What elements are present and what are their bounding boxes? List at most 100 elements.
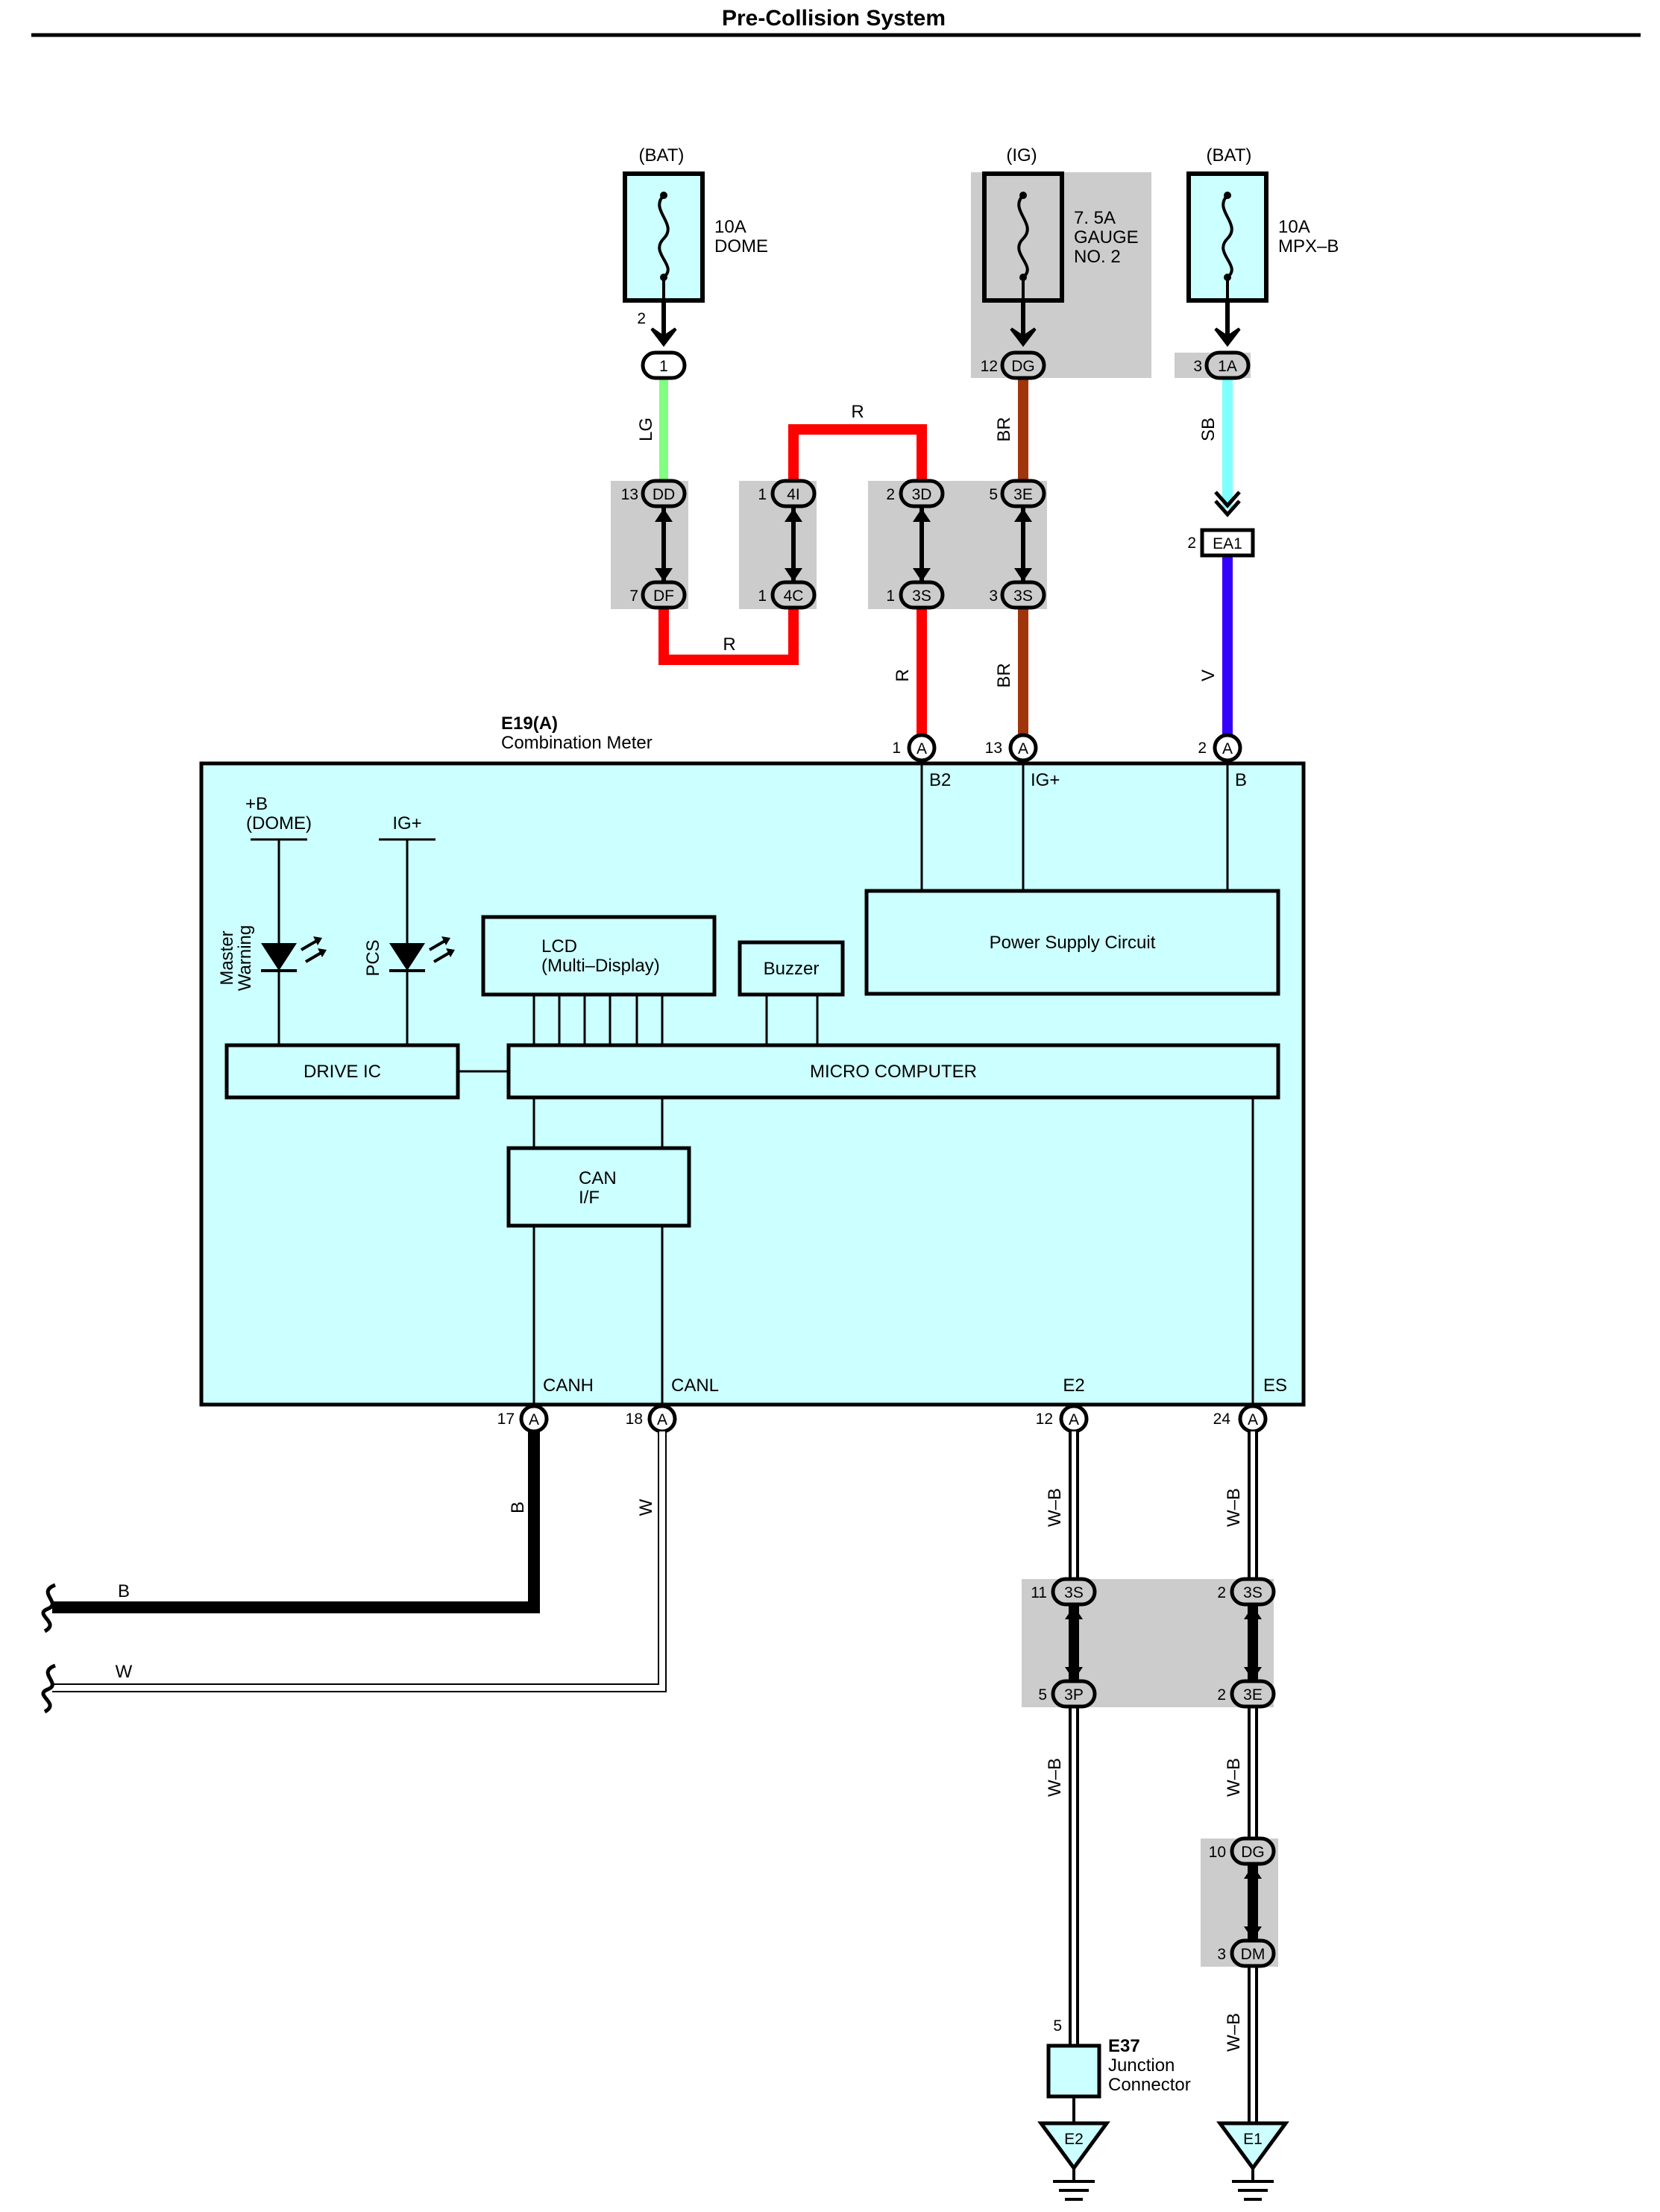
drive-ic-box xyxy=(224,1043,460,1100)
conn-1a-pin: 3 xyxy=(1193,358,1202,375)
led-pcs-icon xyxy=(389,943,425,971)
can-if-label1: CAN xyxy=(579,1168,617,1188)
power-supply-label: Power Supply Circuit xyxy=(990,933,1156,953)
conn-pair-dd-df: 13 DD 7 DF xyxy=(621,479,687,610)
fuse-dome-source: (BAT) xyxy=(639,145,685,166)
meter-pin-ig-conn: A xyxy=(1018,740,1028,757)
wire-label-b-end: B xyxy=(118,1581,130,1601)
ground-e2-icon: E2 xyxy=(1037,2121,1110,2201)
conn-3e-label: 3E xyxy=(1013,486,1033,503)
wire-red-top xyxy=(788,424,927,485)
conn-ea1-label: EA1 xyxy=(1213,535,1242,552)
buzzer-box xyxy=(738,940,845,997)
conn-dg-pin: 12 xyxy=(981,358,998,375)
conn-r-dg-label: DG xyxy=(1241,1844,1265,1861)
conn-4i-pin: 1 xyxy=(758,486,767,503)
conn-l-3p-pin: 5 xyxy=(1038,1686,1047,1704)
fuse-symbol-icon xyxy=(1017,194,1029,279)
fuse-gauge-source: (IG) xyxy=(1006,145,1037,166)
wire-label-canh-b: B xyxy=(508,1502,528,1513)
wire-label-wb-4: W–B xyxy=(1224,1758,1244,1797)
conn-df-pin: 7 xyxy=(629,587,638,605)
conn-l-3p-label: 3P xyxy=(1064,1686,1084,1704)
can-if-box xyxy=(506,1146,691,1228)
conn-1a-label: 1A xyxy=(1218,358,1237,375)
conn-pair-3s-3e: 2 3S 2 3E xyxy=(1217,1577,1276,1709)
conn-df-label: DF xyxy=(653,587,674,605)
conn-4c-label: 4C xyxy=(784,587,804,605)
conn-r-dm-pin: 3 xyxy=(1217,1946,1226,1963)
meter-pin-ig-num: 13 xyxy=(985,740,1002,757)
led-pcs-label: PCS xyxy=(363,939,383,976)
conn-ea1: 2 EA1 xyxy=(1187,491,1255,558)
conn-pair-dg-dm: 10 DG 3 DM xyxy=(1209,1836,1276,1968)
fuse-gauge-rating: 7. 5A xyxy=(1074,208,1116,228)
e37-line2: Connector xyxy=(1108,2075,1191,2095)
power-supply-box xyxy=(864,889,1280,996)
meter-pin-ig: 13 A IG+ xyxy=(985,733,1060,891)
page-title: Pre-Collision System xyxy=(722,6,946,31)
conn-1-label: 1 xyxy=(659,358,668,375)
wire-label-br1: BR xyxy=(994,417,1014,441)
wire-label-r2: R xyxy=(723,634,735,655)
wire-label-r3: R xyxy=(893,669,913,681)
meter-id: E19(A) xyxy=(501,713,558,734)
fuse-gauge: (IG) 7. 5A GAUGE NO. 2 xyxy=(982,145,1139,303)
led-dome-label2: (DOME) xyxy=(246,813,312,834)
conn-1: 2 1 xyxy=(637,310,687,380)
wire-label-w-end: W xyxy=(116,1662,133,1682)
meter-pin-es-label: ES xyxy=(1263,1376,1287,1396)
led-dome-label1: +B xyxy=(245,794,268,814)
fuse-symbol-icon xyxy=(658,194,670,279)
conn-l-3s-pin: 11 xyxy=(1031,1584,1047,1601)
conn-pair-3d-3s: 2 3D 1 3S xyxy=(886,479,945,610)
lcd-label2: (Multi–Display) xyxy=(541,956,660,976)
fuse-dome: (BAT) 10A DOME xyxy=(623,145,768,303)
conn-r-3e-pin: 2 xyxy=(1217,1686,1226,1704)
conn-1a: 3 1A xyxy=(1193,350,1251,380)
wire-label-wb-5: W–B xyxy=(1224,2013,1244,2052)
fuse-mpx-rating: 10A xyxy=(1278,217,1310,237)
conn-3d-pin: 2 xyxy=(886,486,895,503)
micro-computer-label: MICRO COMPUTER xyxy=(810,1062,977,1082)
conn-1-pin: 2 xyxy=(637,310,646,327)
fuse-mpx-source: (BAT) xyxy=(1207,145,1252,166)
conn-3s-a-label: 3S xyxy=(912,587,931,605)
conn-3e-pin: 5 xyxy=(989,486,998,503)
wire-canl-white-inner xyxy=(52,1431,665,1691)
lcd-label1: LCD xyxy=(541,936,577,957)
conn-3s-a-pin: 1 xyxy=(886,587,895,605)
meter-pin-canl: 18 A xyxy=(626,1404,677,1434)
lcd-bus-lines xyxy=(532,995,664,1045)
ground-e1-label: E1 xyxy=(1243,2131,1263,2148)
wire-label-wb-2: W–B xyxy=(1224,1488,1244,1527)
wire-break-icon xyxy=(41,1583,57,1633)
meter-pin-e2-num: 12 xyxy=(1036,1411,1053,1428)
conn-pair-3e-3s: 5 3E 3 3S xyxy=(989,479,1046,610)
meter-pin-canh-num: 17 xyxy=(497,1411,515,1428)
meter-name: Combination Meter xyxy=(501,733,653,753)
conn-r-3s-label: 3S xyxy=(1243,1584,1263,1601)
fuse-gauge-name: GAUGE xyxy=(1074,227,1139,248)
meter-pin-b2: 1 A B2 xyxy=(892,733,951,891)
conn-r-3e-label: 3E xyxy=(1243,1686,1263,1704)
meter-pin-ig-label: IG+ xyxy=(1031,770,1060,790)
meter-pin-canh-conn: A xyxy=(529,1411,539,1428)
double-chevron-down-icon xyxy=(1214,491,1241,517)
fuse-gauge-name2: NO. 2 xyxy=(1074,247,1121,267)
fuse-mpx: (BAT) 10A MPX–B xyxy=(1186,145,1339,303)
wire-canl-white-outer xyxy=(52,1431,667,1692)
meter-pin-b-conn: A xyxy=(1222,740,1233,757)
meter-pin-b2-label: B2 xyxy=(929,770,951,790)
meter-pin-canl-num: 18 xyxy=(626,1411,643,1428)
meter-pin-canh: 17 A xyxy=(497,1404,549,1434)
micro-computer-box xyxy=(506,1043,1280,1100)
meter-pin-canl-label: CANL xyxy=(671,1376,719,1396)
conn-pair-3s-3p: 11 3S 5 3P xyxy=(1031,1577,1097,1709)
conn-dd-label: DD xyxy=(653,486,675,503)
meter-pin-es-conn: A xyxy=(1248,1411,1258,1428)
conn-dg-top: 12 DG xyxy=(981,350,1046,380)
wire-label-br2: BR xyxy=(994,663,1014,687)
conn-dg-label: DG xyxy=(1011,358,1035,375)
led-master-warning-icon xyxy=(261,943,297,971)
